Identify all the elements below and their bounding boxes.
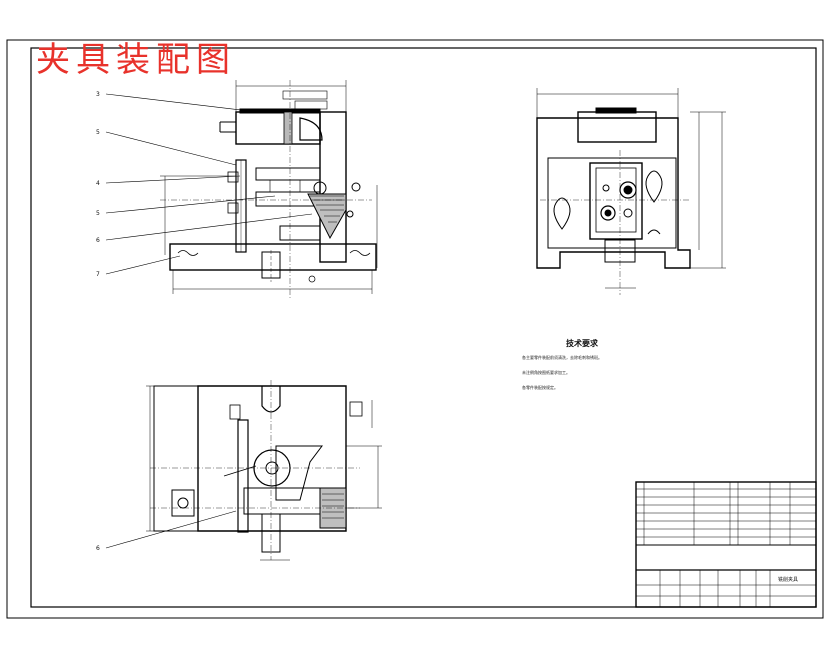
drawing-title: 夹具装配图	[36, 40, 236, 80]
callout-label: 6	[96, 545, 100, 552]
outer-border	[6, 39, 824, 619]
callout-label: 5	[96, 210, 100, 217]
front-view	[160, 80, 378, 300]
callout-label: 6	[96, 237, 100, 244]
callout-labels: 3 5 4 5 6 7 6	[96, 91, 100, 552]
technical-requirement-line: 未注倒角按图纸要求加工。	[522, 370, 570, 375]
side-view	[536, 88, 726, 295]
callout-label: 3	[96, 91, 100, 98]
callout-label: 4	[96, 180, 100, 187]
technical-requirement-line: 各零件装配按规定。	[522, 385, 558, 390]
technical-requirements-title: 技术要求	[566, 339, 598, 348]
inner-border	[30, 47, 817, 608]
title-block-part-name: 铣削夹具	[778, 576, 798, 583]
title-block: 铣削夹具	[635, 481, 817, 608]
technical-requirements: 技术要求 各主要零件装配前须清洗，去除毛刺和锈斑。 未注倒角按图纸要求加工。 各…	[522, 338, 642, 400]
top-view	[146, 380, 382, 561]
technical-requirement-line: 各主要零件装配前须清洗，去除毛刺和锈斑。	[522, 355, 602, 360]
callout-label: 7	[96, 271, 100, 278]
callout-label: 5	[96, 129, 100, 136]
callout-leaders	[105, 93, 313, 549]
